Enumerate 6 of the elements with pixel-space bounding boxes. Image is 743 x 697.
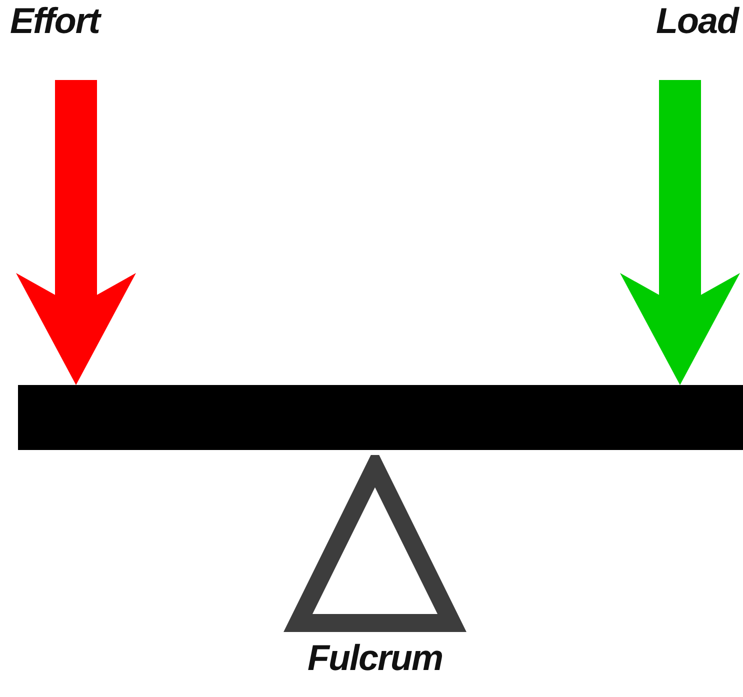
force-arrow	[16, 80, 136, 385]
force-label: Effort	[10, 0, 100, 41]
lever-beam	[18, 385, 743, 450]
force-arrow	[620, 80, 740, 385]
fulcrum-label: Fulcrum	[306, 637, 444, 679]
force-label: Load	[656, 0, 738, 41]
